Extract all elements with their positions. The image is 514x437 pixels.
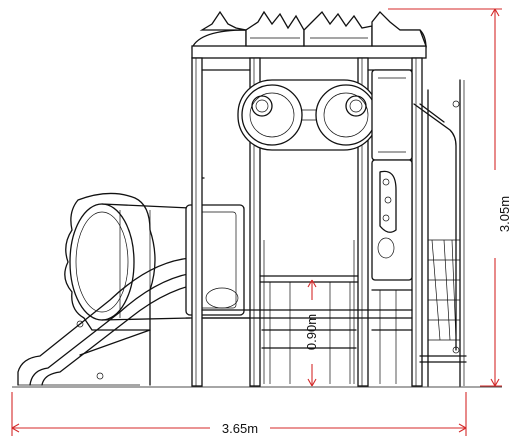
- goggle-panel: [237, 79, 379, 151]
- side-panels: [371, 69, 413, 281]
- cargo-net-ladder: [419, 79, 467, 387]
- width-dimension: [11, 392, 467, 436]
- deck-height-dimension: [307, 279, 317, 387]
- overall-height-label: 3.05m: [497, 196, 512, 232]
- deck-height-label: 0.90m: [304, 314, 319, 350]
- height-dimension: [388, 8, 502, 387]
- tube-slide-housing: [64, 192, 191, 331]
- crown-roof: [199, 10, 427, 47]
- overall-width-label: 3.65m: [222, 421, 258, 436]
- main-tower-frame: [191, 29, 427, 387]
- handrail: [413, 103, 457, 351]
- lower-deck-rails: [259, 240, 413, 384]
